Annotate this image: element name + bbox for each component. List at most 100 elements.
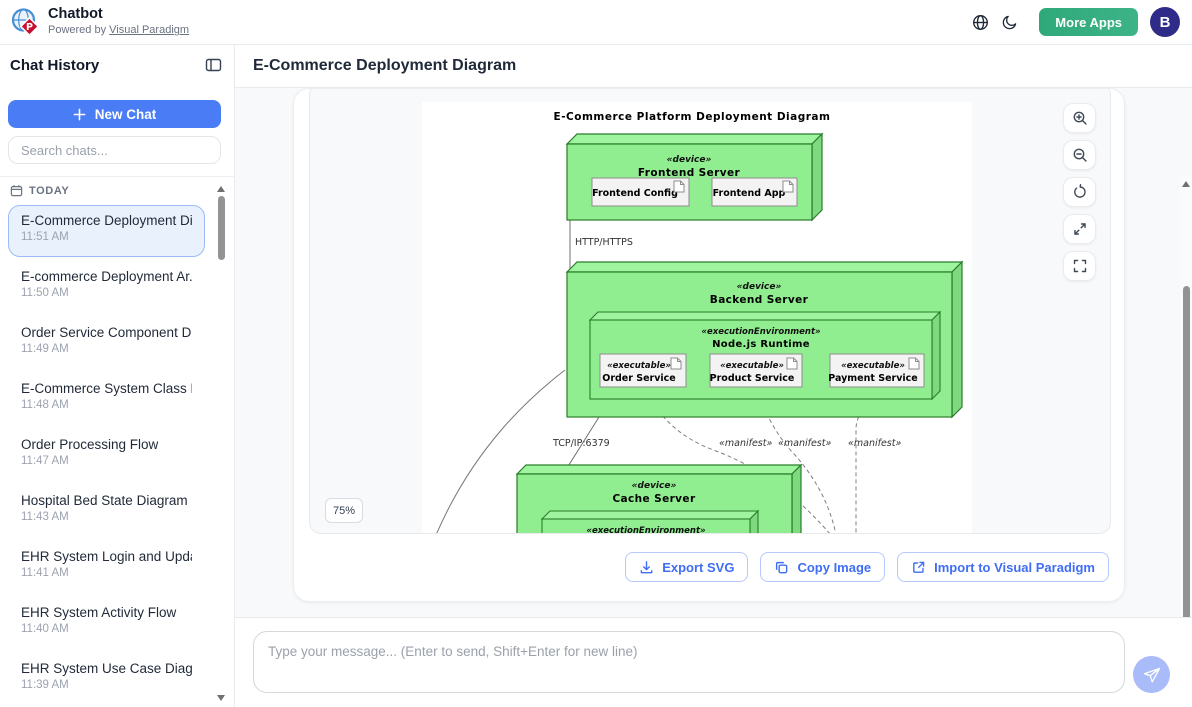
chat-history-item[interactable]: Order Processing Flow 11:47 AM: [21, 437, 159, 467]
export-svg-button[interactable]: Export SVG: [625, 552, 749, 582]
artifact-doc-icon: [782, 180, 794, 193]
backend-stereotype: «device»: [737, 282, 782, 292]
panel-collapse-icon: [205, 58, 221, 72]
diagram-viewer: E-Commerce Platform Deployment Diagram H…: [309, 89, 1111, 534]
scroll-up-arrow[interactable]: [217, 186, 225, 192]
zoom-in-button[interactable]: [1063, 103, 1096, 133]
cache-name: Cache Server: [612, 493, 695, 505]
diagram-message-card: E-Commerce Platform Deployment Diagram H…: [293, 88, 1125, 602]
chat-history-item[interactable]: E-commerce Deployment Ar... 11:50 AM: [21, 269, 192, 299]
svg-text:«executable»: «executable»: [607, 361, 671, 371]
chat-history-item[interactable]: EHR System Use Case Diagram 11:39 AM: [21, 661, 192, 691]
fullscreen-button[interactable]: [1063, 251, 1096, 281]
reset-view-button[interactable]: [1063, 177, 1096, 207]
new-chat-label: New Chat: [94, 106, 157, 122]
user-avatar[interactable]: B: [1150, 7, 1180, 37]
artifact-doc-icon: [673, 180, 685, 193]
message-input[interactable]: [253, 631, 1125, 693]
powered-by: Powered by Visual Paradigm: [48, 24, 190, 37]
import-to-visual-paradigm-button[interactable]: Import to Visual Paradigm: [897, 552, 1109, 582]
scrollbar-thumb[interactable]: [218, 196, 225, 260]
message-composer: [235, 617, 1192, 707]
frontend-config-artifact: Frontend Config: [591, 177, 690, 207]
cache-stereotype: «device»: [632, 481, 677, 491]
manifest-edge-1: [642, 386, 830, 533]
sidebar-scrollbar[interactable]: [215, 180, 228, 707]
svg-text:Order Service: Order Service: [602, 373, 676, 384]
chat-history-sidebar: Chat History New Chat TODAY E-Commerce D…: [0, 45, 235, 707]
fullscreen-icon: [1073, 259, 1086, 273]
top-bar: P Chatbot Powered by Visual Paradigm Mor…: [0, 0, 1192, 45]
zoom-level-badge: 75%: [325, 498, 363, 523]
artifact-doc-icon: [908, 357, 920, 370]
frontend-stereotype: «device»: [667, 155, 712, 165]
moon-icon: [1003, 15, 1017, 30]
edge-tcp: [566, 416, 600, 469]
more-apps-button[interactable]: More Apps: [1039, 8, 1138, 36]
download-icon: [640, 560, 653, 573]
svg-text:Product Service: Product Service: [710, 373, 795, 384]
runtime-name: Node.js Runtime: [712, 339, 810, 350]
visual-paradigm-logo-icon: P: [11, 8, 40, 37]
scroll-up-arrow[interactable]: [1181, 181, 1190, 187]
message-actions: Export SVG Copy Image Im: [625, 552, 1109, 582]
reset-view-icon: [1073, 184, 1086, 198]
globe-icon: [972, 14, 988, 30]
chat-history-item[interactable]: Hospital Bed State Diagram 11:43 AM: [21, 493, 188, 523]
app-title: Chatbot: [48, 6, 103, 23]
sidebar-title: Chat History: [10, 56, 100, 74]
send-icon: [1143, 667, 1161, 683]
search-chats-input[interactable]: [8, 136, 221, 164]
deployment-diagram-svg: E-Commerce Platform Deployment Diagram H…: [436, 111, 964, 533]
visual-paradigm-link[interactable]: Visual Paradigm: [109, 24, 190, 37]
language-globe-button[interactable]: [965, 7, 995, 37]
chat-history-item[interactable]: E-Commerce System Class Di... 11:48 AM: [21, 381, 192, 411]
svg-text:Frontend Config: Frontend Config: [592, 188, 678, 199]
frontend-name: Frontend Server: [638, 167, 741, 179]
copy-image-button[interactable]: Copy Image: [760, 552, 886, 582]
edge-label-http: HTTP/HTTPS: [575, 237, 633, 248]
new-chat-button[interactable]: New Chat: [8, 100, 221, 128]
product-service-artifact: «executable» Product Service: [709, 353, 803, 388]
svg-text:P: P: [26, 22, 33, 33]
fit-expand-button[interactable]: [1063, 214, 1096, 244]
collapse-sidebar-button[interactable]: [202, 55, 224, 75]
manifest-edge-2: [755, 386, 837, 533]
copy-icon: [776, 561, 788, 573]
runtime-stereotype: «executionEnvironment»: [701, 327, 820, 337]
cache-runtime-node: [540, 509, 760, 533]
order-service-artifact: «executable» Order Service: [599, 353, 687, 388]
chat-history-item[interactable]: EHR System Activity Flow 11:40 AM: [21, 605, 177, 635]
today-label: TODAY: [29, 184, 70, 197]
frontend-app-artifact: Frontend App: [711, 177, 798, 207]
chat-history-item[interactable]: Order Service Component Di... 11:49 AM: [21, 325, 192, 355]
send-button[interactable]: [1133, 656, 1170, 693]
zoom-out-button[interactable]: [1063, 140, 1096, 170]
diagram-title: E-Commerce Platform Deployment Diagram: [554, 111, 831, 123]
today-section-header: TODAY: [10, 184, 69, 197]
chat-messages-area: E-Commerce Platform Deployment Diagram H…: [235, 88, 1192, 617]
payment-service-artifact: «executable» Payment Service: [828, 353, 925, 388]
edge-label-manifest: «manifest»: [719, 438, 772, 449]
scrollbar-thumb[interactable]: [1182, 286, 1190, 617]
chat-history-item[interactable]: E-Commerce Deployment Di... 11:51 AM: [8, 205, 205, 257]
expand-icon: [1073, 223, 1086, 235]
backend-name: Backend Server: [710, 294, 809, 306]
edge-label-tcp: TCP/IP:6379: [552, 438, 610, 449]
edge-label-manifest: «manifest»: [778, 438, 831, 449]
svg-text:Frontend App: Frontend App: [713, 188, 786, 199]
dark-mode-button[interactable]: [995, 7, 1025, 37]
edge-to-offscreen-node: [436, 369, 566, 533]
zoom-out-icon: [1073, 148, 1087, 162]
chat-history-item[interactable]: EHR System Login and Upda... 11:41 AM: [21, 549, 192, 579]
viewer-controls: [1063, 103, 1096, 281]
main-scrollbar[interactable]: [1180, 176, 1192, 617]
diagram-canvas[interactable]: E-Commerce Platform Deployment Diagram H…: [422, 102, 972, 533]
chat-history-list: E-Commerce Deployment Di... 11:51 AM E-c…: [0, 205, 234, 707]
artifact-doc-icon: [786, 357, 798, 370]
scroll-down-arrow[interactable]: [217, 695, 225, 701]
calendar-icon: [10, 185, 23, 197]
conversation-title: E-Commerce Deployment Diagram: [253, 57, 517, 74]
zoom-in-icon: [1073, 111, 1087, 125]
divider: [0, 176, 234, 177]
